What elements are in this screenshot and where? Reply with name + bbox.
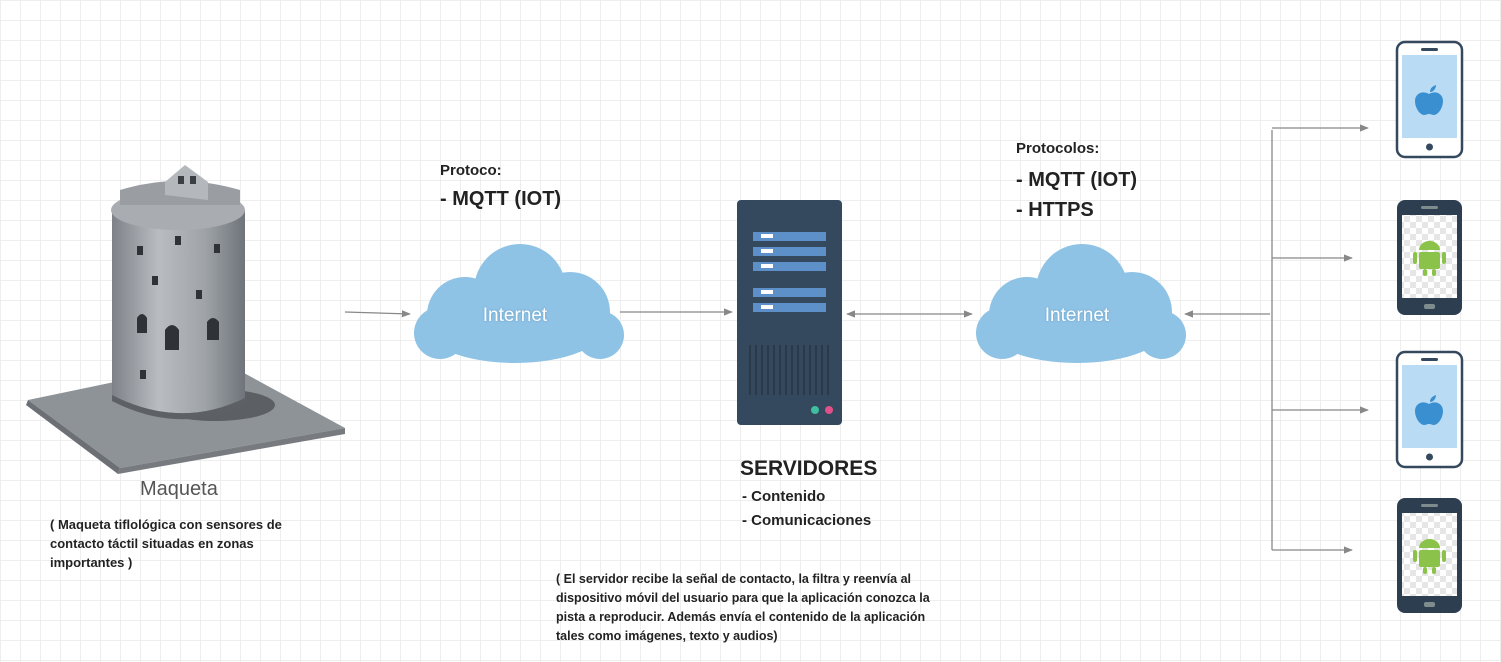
server-title: SERVIDORES	[740, 457, 878, 480]
server-item-content: - Contenido	[742, 488, 826, 505]
maqueta-title: Maqueta	[140, 478, 218, 500]
device-android-1	[1397, 200, 1462, 315]
cloud-label-right: Internet	[1044, 305, 1110, 326]
device-android-2	[1397, 498, 1462, 613]
protocol-right-item: - HTTPS	[1016, 199, 1094, 221]
cloud-icon	[976, 244, 1186, 363]
arrow-maqueta-to-internet	[344, 310, 411, 318]
protocol-left-item: - MQTT (IOT)	[440, 188, 562, 210]
android-icon	[1413, 539, 1446, 574]
server-icon	[737, 200, 842, 425]
protocol-right-heading: Protocolos:	[1016, 140, 1100, 157]
maqueta-description: ( Maqueta tiflológica con sensores de co…	[50, 517, 282, 570]
device-iphone-2	[1395, 350, 1464, 469]
server-item-communications: - Comunicaciones	[742, 512, 872, 529]
device-iphone-1	[1395, 40, 1464, 159]
tower-model-image	[26, 165, 345, 474]
android-icon	[1413, 241, 1446, 276]
apple-icon	[1415, 85, 1443, 115]
protocol-right-item: - MQTT (IOT)	[1016, 169, 1138, 191]
cloud-label-left: Internet	[482, 305, 548, 326]
apple-icon	[1415, 395, 1443, 425]
server-description: ( El servidor recibe la señal de contact…	[556, 572, 930, 643]
protocol-left-heading: Protoco:	[440, 162, 502, 179]
cloud-icon	[414, 244, 624, 363]
connection-arrows	[344, 124, 1369, 554]
